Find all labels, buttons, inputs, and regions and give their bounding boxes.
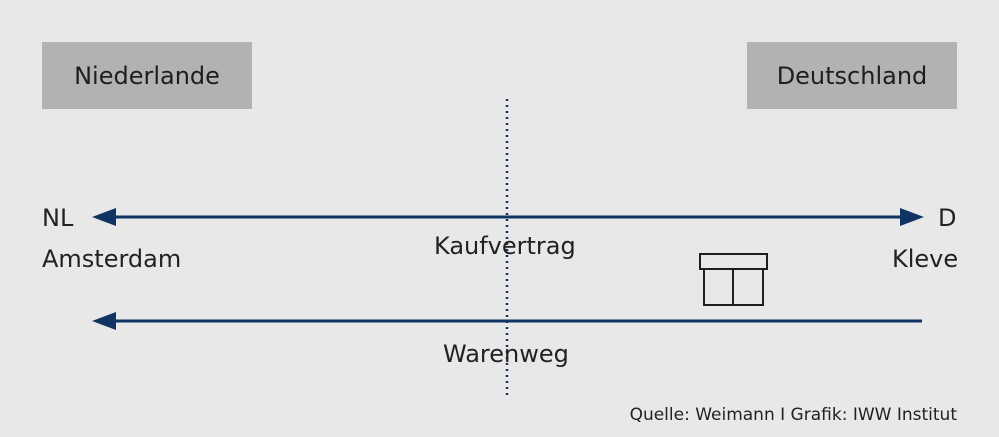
source-credit: Quelle: Weimann I Grafik: IWW Institut	[629, 405, 957, 425]
country-code-right: D	[938, 204, 957, 232]
contract-flow-label: Kaufvertrag	[434, 232, 576, 260]
contract-arrowhead-left	[92, 208, 116, 226]
country-name-right: Deutschland	[776, 61, 928, 90]
city-left: Amsterdam	[42, 245, 182, 273]
country-box-right: Deutschland	[747, 42, 957, 109]
goods-arrowhead-left	[92, 312, 116, 330]
country-code-left: NL	[42, 204, 74, 232]
package-box-icon	[699, 253, 768, 306]
goods-flow-label: Warenweg	[443, 340, 569, 368]
city-right: Kleve	[892, 245, 959, 273]
country-name-left: Niederlande	[74, 61, 220, 90]
country-box-left: Niederlande	[42, 42, 252, 109]
contract-arrowhead-right	[900, 208, 924, 226]
